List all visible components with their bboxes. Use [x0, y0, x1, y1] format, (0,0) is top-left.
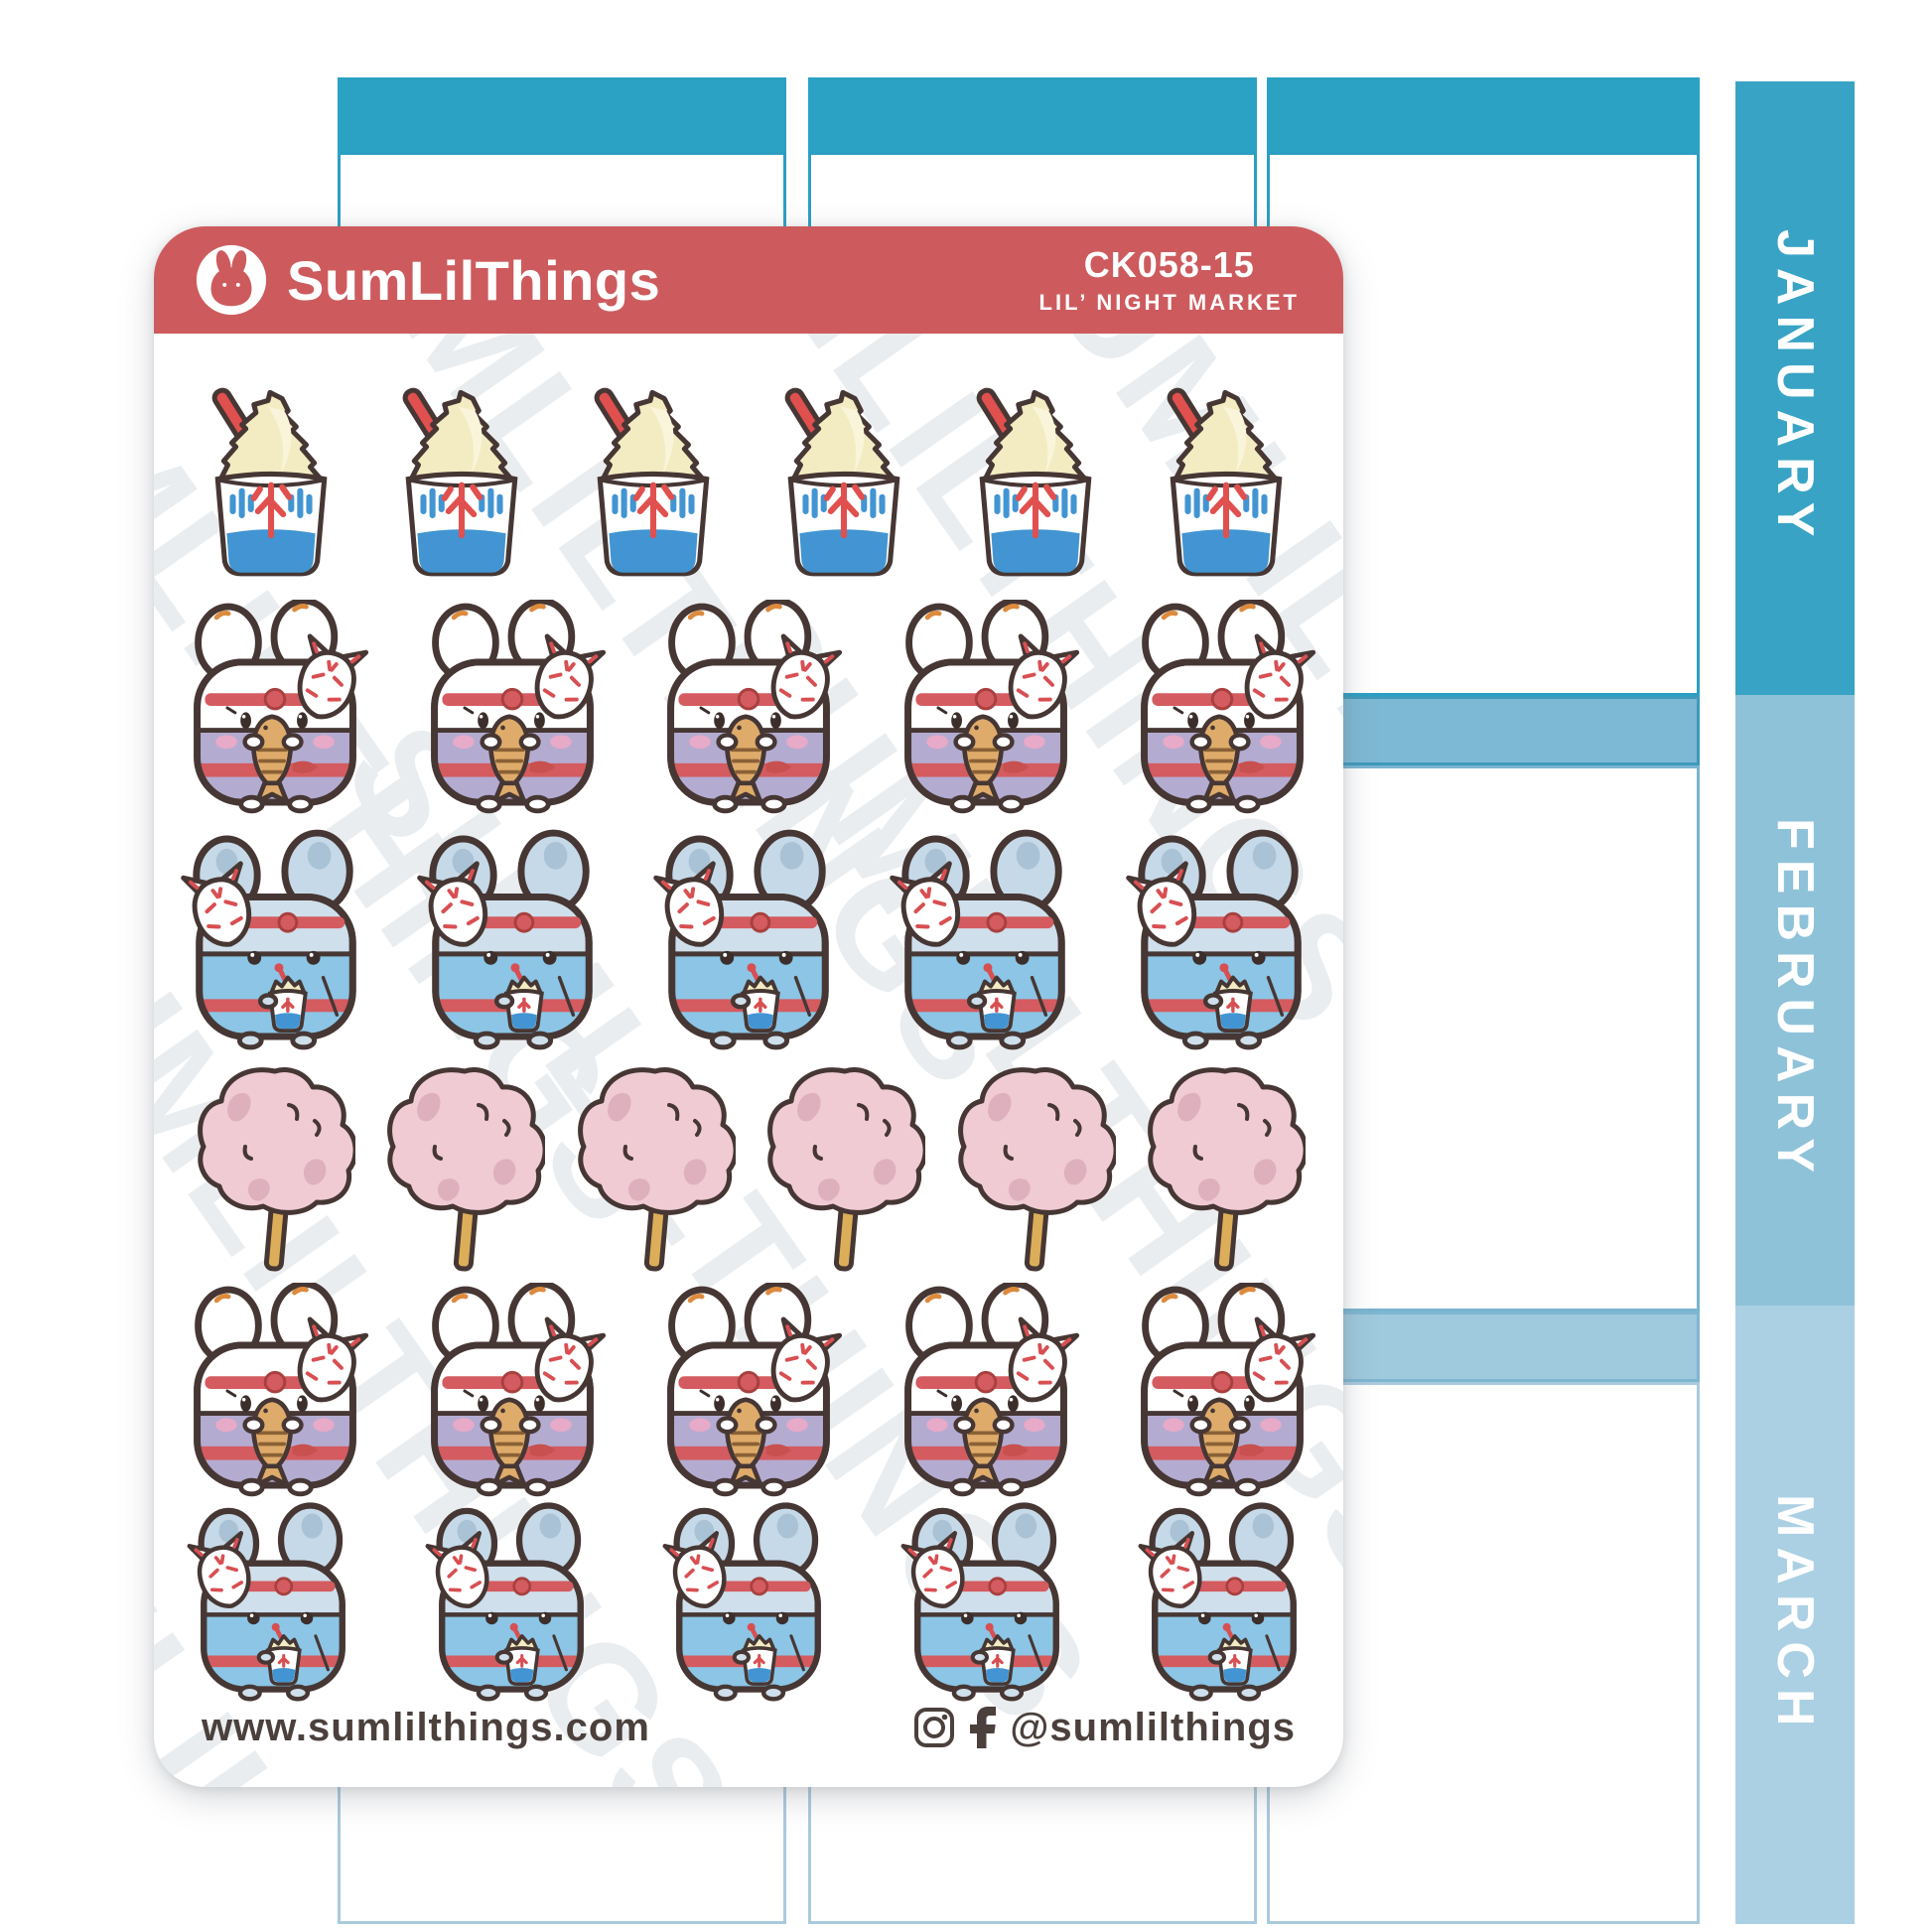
sticker-shaved-ice-cup — [960, 375, 1111, 579]
sticker-white-mouse-with-taiyaki — [889, 1283, 1083, 1497]
sticker-cotton-candy — [572, 1063, 736, 1277]
sticker-white-mouse-with-taiyaki — [1125, 600, 1319, 814]
sticker-cotton-candy — [192, 1063, 355, 1277]
sticker-sheet: SUMLILTHINGS SUMLILTHINGS SUMLILTHINGS S… — [154, 226, 1343, 1787]
social-links: @sumlilthings — [912, 1705, 1296, 1750]
sheet-header: SumLilThings CK058-15 LIL’ NIGHT MARKET — [154, 226, 1343, 334]
brand: SumLilThings — [194, 242, 660, 318]
sticker-cotton-candy — [952, 1063, 1116, 1277]
sticker-row-6 — [154, 1501, 1343, 1702]
sticker-cotton-candy — [1142, 1063, 1306, 1277]
sticker-blue-mouse-with-shaved-ice — [887, 828, 1083, 1050]
sticker-row-4 — [154, 1063, 1343, 1277]
sticker-shaved-ice-cup — [386, 375, 537, 579]
sticker-blue-mouse-with-shaved-ice — [422, 1501, 601, 1702]
sticker-white-mouse-with-taiyaki — [415, 600, 610, 814]
sticker-blue-mouse-with-shaved-ice — [1135, 1501, 1313, 1702]
product-code: CK058-15 — [1083, 244, 1255, 285]
sticker-cotton-candy — [761, 1063, 925, 1277]
sticker-blue-mouse-with-shaved-ice — [178, 828, 374, 1050]
planner-january-header-bar-col3 — [1267, 77, 1700, 152]
sticker-cotton-candy — [381, 1063, 545, 1277]
sticker-white-mouse-with-taiyaki — [651, 600, 846, 814]
month-tab-february: FEBRUARY — [1735, 695, 1855, 1306]
bunny-logo-icon — [196, 244, 267, 316]
sticker-row-3 — [154, 828, 1343, 1050]
sticker-white-mouse-with-taiyaki — [651, 1283, 846, 1497]
sticker-blue-mouse-with-shaved-ice — [184, 1501, 362, 1702]
sticker-white-mouse-with-taiyaki — [889, 600, 1083, 814]
sticker-row-1 — [154, 375, 1343, 579]
sticker-row-2 — [154, 600, 1343, 814]
sticker-white-mouse-with-taiyaki — [178, 1283, 372, 1497]
sticker-blue-mouse-with-shaved-ice — [1123, 828, 1319, 1050]
sticker-white-mouse-with-taiyaki — [1125, 1283, 1319, 1497]
planner-january-header-bar-col2 — [808, 77, 1257, 152]
sticker-white-mouse-with-taiyaki — [415, 1283, 610, 1497]
sheet-footer: www.sumlilthings.com @sumlilthings — [154, 1698, 1343, 1757]
sticker-shaved-ice-cup — [768, 375, 919, 579]
month-tab-march-label: MARCH — [1766, 1493, 1824, 1736]
sticker-blue-mouse-with-shaved-ice — [659, 1501, 838, 1702]
sticker-shaved-ice-cup — [578, 375, 729, 579]
sticker-blue-mouse-with-shaved-ice — [897, 1501, 1076, 1702]
product-info: CK058-15 LIL’ NIGHT MARKET — [1039, 244, 1300, 316]
month-tab-march: MARCH — [1735, 1306, 1855, 1924]
facebook-icon — [970, 1707, 997, 1748]
brand-name: SumLilThings — [287, 248, 661, 312]
sticker-shaved-ice-cup — [1151, 375, 1302, 579]
sticker-row-5 — [154, 1283, 1343, 1497]
social-handle: @sumlilthings — [1010, 1705, 1296, 1749]
month-tab-february-label: FEBRUARY — [1766, 818, 1824, 1182]
instagram-icon — [914, 1708, 955, 1747]
website-url: www.sumlilthings.com — [202, 1705, 650, 1749]
month-tab-january-label: JANUARY — [1766, 229, 1824, 547]
sticker-shaved-ice-cup — [196, 375, 346, 579]
sticker-blue-mouse-with-shaved-ice — [414, 828, 611, 1050]
sticker-white-mouse-with-taiyaki — [178, 600, 372, 814]
month-tab-january: JANUARY — [1735, 81, 1855, 695]
collection-name: LIL’ NIGHT MARKET — [1038, 290, 1300, 315]
sticker-blue-mouse-with-shaved-ice — [650, 828, 847, 1050]
planner-january-header-bar-col1 — [338, 77, 786, 152]
